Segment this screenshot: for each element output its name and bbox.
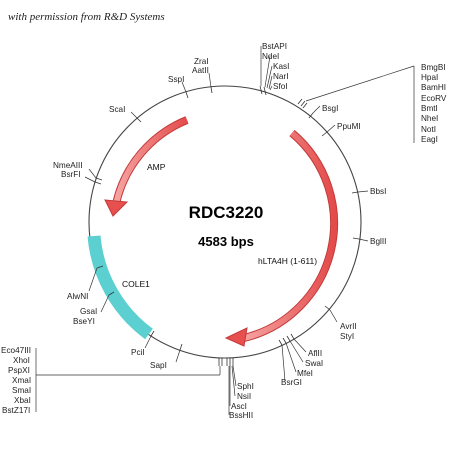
site-pcii: PciI xyxy=(131,348,145,357)
site-group-alwni: AlwNI xyxy=(67,265,104,301)
site-group-mcs-right: BmgBI HpaI BamHI EcoRV BmtI NheI NotI Ea… xyxy=(297,63,447,144)
site-group-avrii: AvrII StyI xyxy=(324,305,357,341)
site-group-ppumi: PpuMI xyxy=(321,122,361,137)
hlta4h-arrowhead xyxy=(224,327,248,347)
site-noti: NotI xyxy=(421,125,436,134)
site-asci: AscI xyxy=(231,402,247,411)
plasmid-name: RDC3220 xyxy=(189,203,264,222)
site-ecorv: EcoRV xyxy=(421,94,447,103)
site-xbai: XbaI xyxy=(14,396,31,405)
site-alwni: AlwNI xyxy=(67,292,88,301)
site-sfoi: SfoI xyxy=(273,82,288,91)
site-group-nmeaiii: NmeAIII BsrFI xyxy=(53,161,103,185)
site-group-gsai: GsaI BseYI xyxy=(73,291,115,326)
site-bseyi: BseYI xyxy=(73,317,95,326)
hlta4h-label: hLTA4H (1-611) xyxy=(258,256,317,266)
site-ppumi: PpuMI xyxy=(337,122,361,131)
cole1-feature xyxy=(87,235,153,340)
site-group-bbsi: BbsI xyxy=(351,187,386,196)
site-nsii: NsiI xyxy=(237,392,251,401)
site-gsai: GsaI xyxy=(80,307,97,316)
site-eagi: EagI xyxy=(421,135,438,144)
amp-feature xyxy=(113,117,189,205)
site-sspi: SspI xyxy=(168,75,184,84)
site-sphi: SphI xyxy=(237,382,254,391)
site-nari: NarI xyxy=(273,72,288,81)
site-group-pcii: PciI xyxy=(131,330,155,357)
site-bmti: BmtI xyxy=(421,104,438,113)
site-bsrgi: BsrGI xyxy=(281,378,302,387)
site-hpai: HpaI xyxy=(421,73,438,82)
site-pspxi: PspXI xyxy=(8,366,30,375)
credit-text: with permission from R&D Systems xyxy=(8,11,165,23)
site-group-zrai-aatii: ZraI AatII xyxy=(192,57,213,94)
site-xmai: XmaI xyxy=(12,376,31,385)
site-group-sspi: SspI xyxy=(168,75,189,99)
site-bstz17i: BstZ17I xyxy=(2,406,30,415)
cole1-label: COLE1 xyxy=(122,279,150,289)
site-scai: ScaI xyxy=(109,105,125,114)
site-group-aflii: AflII SwaI MfeI BsrGI xyxy=(278,333,323,387)
site-styi: StyI xyxy=(340,332,354,341)
site-nmeaiii: NmeAIII xyxy=(53,161,83,170)
site-nhei: NheI xyxy=(421,114,438,123)
site-group-top: BstAPI NdeI KasI NarI SfoI xyxy=(259,42,289,96)
site-group-bsgi: BsgI xyxy=(308,104,338,119)
site-kasi: KasI xyxy=(273,62,289,71)
plasmid-backbone xyxy=(88,85,362,359)
site-ndei: NdeI xyxy=(262,52,279,61)
site-group-scai: ScaI xyxy=(109,105,142,123)
site-avrii: AvrII xyxy=(340,322,357,331)
site-eco47iii: Eco47III xyxy=(1,346,31,355)
site-aatii: AatII xyxy=(192,66,209,75)
amp-label: AMP xyxy=(147,162,166,172)
site-group-bottom: SphI NsiI AscI BssHII xyxy=(226,358,254,420)
site-bamhi: BamHI xyxy=(421,83,446,92)
site-group-mcs-left: Eco47III XhoI PspXI XmaI SmaI XbaI BstZ1… xyxy=(1,346,223,415)
site-group-sapi: SapI xyxy=(150,343,183,370)
site-xhoi: XhoI xyxy=(13,356,30,365)
amp-arrowhead xyxy=(104,199,129,217)
site-aflii: AflII xyxy=(308,349,322,358)
hlta4h-feature xyxy=(243,130,338,341)
site-group-bglii: BglII xyxy=(352,237,386,246)
site-smai: SmaI xyxy=(12,386,31,395)
site-bstapi: BstAPI xyxy=(262,42,287,51)
site-bsshii: BssHII xyxy=(229,411,253,420)
site-bmgbi: BmgBI xyxy=(421,63,446,72)
site-swai: SwaI xyxy=(305,359,323,368)
site-sapi: SapI xyxy=(150,361,167,370)
site-bsrfi: BsrFI xyxy=(61,170,81,179)
site-bbsi: BbsI xyxy=(370,187,386,196)
site-mfei: MfeI xyxy=(297,369,313,378)
site-zrai: ZraI xyxy=(194,57,209,66)
site-bglii: BglII xyxy=(370,237,386,246)
site-bsgi: BsgI xyxy=(322,104,338,113)
plasmid-size: 4583 bps xyxy=(198,234,254,249)
